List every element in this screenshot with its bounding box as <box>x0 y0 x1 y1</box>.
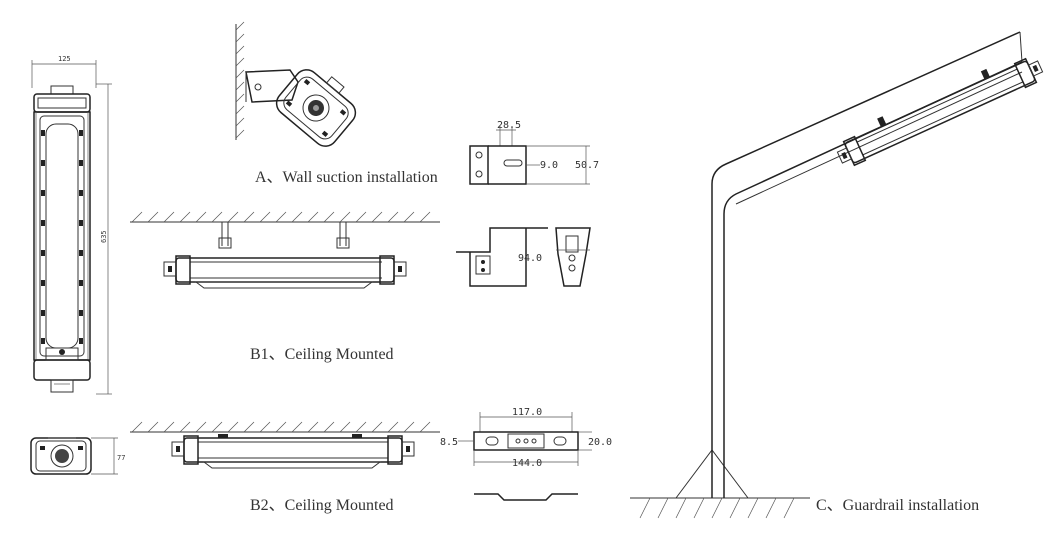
ceiling2-installation: B2、Ceiling Mounted <box>130 421 440 514</box>
side-height-label: 77 <box>117 454 125 462</box>
front-height-label: 635 <box>100 230 108 243</box>
ceiling2-left-label: 8.5 <box>440 437 458 448</box>
wall-caption: A、Wall suction installation <box>255 169 438 186</box>
side-view-lamp: 77 <box>30 437 125 475</box>
wall-bracket-right-label: 50.7 <box>575 160 599 171</box>
wall-installation: A、Wall suction installation <box>235 21 438 186</box>
guardrail-installation: C、Guardrail installation <box>630 31 1044 519</box>
ceiling1-installation: B1、Ceiling Mounted <box>130 211 440 363</box>
ceiling1-caption: B1、Ceiling Mounted <box>250 346 394 363</box>
wall-bracket-mid-label: 9.0 <box>540 160 558 171</box>
ceiling2-caption: B2、Ceiling Mounted <box>250 497 394 514</box>
front-width-label: 125 <box>58 55 71 63</box>
wall-bracket-detail: 28.5 9.0 50.7 <box>469 120 599 185</box>
ceiling2-bottom-label: 144.0 <box>512 458 542 469</box>
ceiling2-right-label: 20.0 <box>588 437 612 448</box>
wall-bracket-top-label: 28.5 <box>497 120 521 131</box>
ceiling1-bracket-label: 94.0 <box>518 253 542 264</box>
guardrail-caption: C、Guardrail installation <box>816 497 979 514</box>
ceiling2-top-label: 117.0 <box>512 407 542 418</box>
front-view-lamp: 125 635 <box>31 55 112 395</box>
ceiling1-bracket-detail: 94.0 <box>456 227 591 287</box>
ceiling2-bracket-detail: 117.0 8.5 20.0 144.0 <box>440 407 612 501</box>
